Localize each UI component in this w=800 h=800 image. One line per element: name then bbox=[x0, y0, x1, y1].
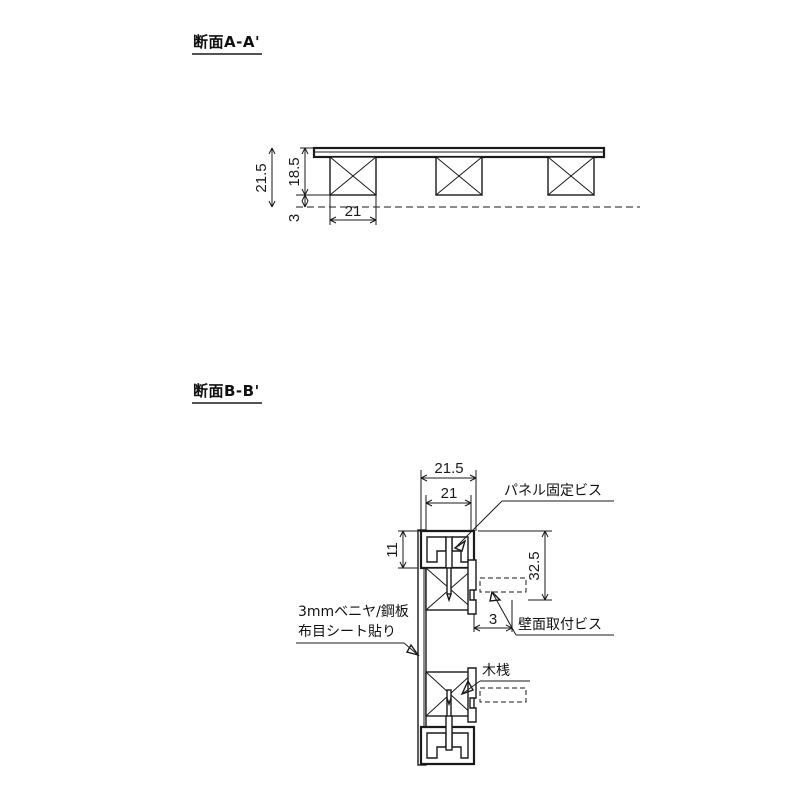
dim-box-height-a: 18.5 bbox=[286, 147, 309, 196]
dim-frame-height-b-label: 11 bbox=[384, 542, 401, 558]
dim-overall-height-a-label: 21.5 bbox=[253, 163, 270, 192]
dim-panel-thickness-b: 3 bbox=[473, 600, 513, 632]
annotation-panel-material-line2: 布目シート貼り bbox=[298, 624, 396, 640]
annotation-wall-mount-screw: 壁面取付ビス bbox=[489, 590, 614, 636]
wall-screw-outline-bottom bbox=[479, 687, 527, 703]
annotation-wall-mount-screw-leader bbox=[491, 591, 517, 636]
section-a-title: 断面A-A' bbox=[193, 33, 260, 51]
dim-overall-height-a: 21.5 bbox=[253, 147, 276, 208]
annotation-panel-fixing-screw-leader bbox=[454, 500, 503, 549]
dim-box-width-a: 21 bbox=[329, 195, 377, 225]
bottom-frame-profile bbox=[419, 715, 476, 766]
annotation-wall-mount-screw-label: 壁面取付ビス bbox=[518, 617, 602, 633]
annotation-panel-fixing-screw: パネル固定ビス bbox=[453, 483, 614, 552]
annotation-wooden-batten-label: 木桟 bbox=[482, 663, 510, 679]
batten-box bbox=[435, 156, 483, 196]
annotation-wooden-batten-arrow bbox=[460, 679, 475, 696]
annotation-panel-material-leader bbox=[403, 642, 419, 656]
mount-lip-bottom bbox=[467, 667, 477, 723]
dim-overall-depth-b-label: 21.5 bbox=[434, 460, 463, 477]
dim-screw-offset-b-label: 32.5 bbox=[526, 551, 543, 580]
annotation-panel-fixing-screw-label: パネル固定ビス bbox=[504, 483, 602, 499]
batten-box-upper bbox=[425, 567, 475, 611]
batten-box bbox=[547, 156, 595, 196]
section-b-title: 断面B-B' bbox=[193, 382, 260, 400]
dim-gap-height-a: 3 bbox=[286, 194, 309, 222]
dim-gap-height-a-label: 3 bbox=[286, 214, 303, 222]
dim-frame-depth-b-label: 21 bbox=[441, 485, 458, 502]
dim-frame-depth-b: 21 bbox=[425, 485, 472, 531]
dim-overall-depth-b: 21.5 bbox=[420, 460, 477, 531]
dim-screw-offset-b: 32.5 bbox=[478, 530, 552, 601]
annotation-panel-material-arrow bbox=[405, 643, 420, 657]
dim-frame-height-b: 11 bbox=[384, 530, 421, 569]
wall-screw-outline-top bbox=[479, 577, 527, 593]
dim-box-height-a-label: 18.5 bbox=[286, 157, 303, 186]
annotation-wooden-batten: 木桟 bbox=[460, 663, 530, 696]
batten-box bbox=[329, 156, 377, 196]
dim-panel-thickness-b-label: 3 bbox=[489, 611, 497, 628]
annotation-panel-material: 3mmベニヤ/鋼板 布目シート貼り bbox=[296, 604, 420, 657]
annotation-wall-mount-screw-arrow bbox=[489, 590, 502, 602]
dim-box-width-a-label: 21 bbox=[345, 203, 362, 220]
annotation-panel-material-line1: 3mmベニヤ/鋼板 bbox=[298, 604, 409, 620]
section-a-group: 断面A-A' bbox=[192, 33, 640, 225]
annotation-panel-fixing-screw-arrow bbox=[453, 539, 467, 552]
section-b-group: 断面B-B' bbox=[192, 382, 614, 766]
mount-lip-top bbox=[467, 559, 477, 615]
batten-box-lower bbox=[425, 671, 475, 719]
